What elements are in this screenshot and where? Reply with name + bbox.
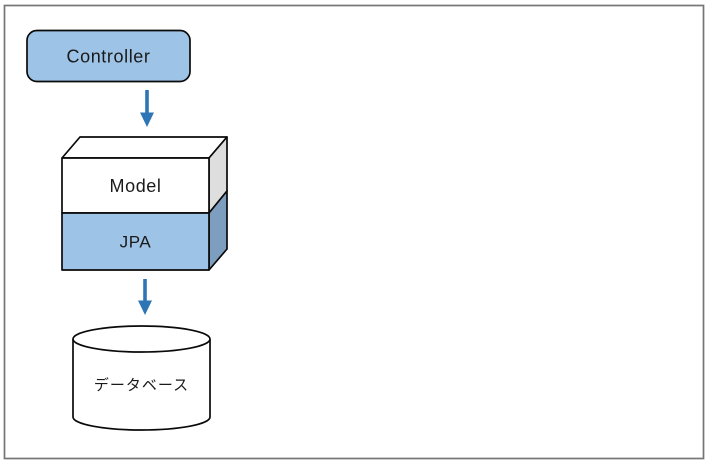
jpa-label: JPA <box>120 233 152 252</box>
database-cylinder-body[interactable] <box>72 339 211 431</box>
database-node[interactable]: データベース <box>72 325 211 431</box>
arrow-controller-to-model <box>140 90 154 127</box>
box-top-face <box>61 136 228 159</box>
arrow-head-icon <box>138 300 152 315</box>
database-label: データベース <box>94 376 189 394</box>
arrow-model-to-database <box>138 279 152 315</box>
model-front-face[interactable] <box>61 157 210 214</box>
jpa-front-face[interactable] <box>61 212 210 271</box>
controller-label: Controller <box>66 47 150 67</box>
model-label: Model <box>109 176 161 196</box>
controller-box[interactable] <box>26 29 191 83</box>
arrow-head-icon <box>140 112 154 127</box>
model-jpa-node[interactable]: Model JPA <box>61 136 228 271</box>
diagram-frame <box>3 4 705 460</box>
database-cylinder-top <box>72 325 211 353</box>
controller-node[interactable]: Controller <box>26 29 191 83</box>
